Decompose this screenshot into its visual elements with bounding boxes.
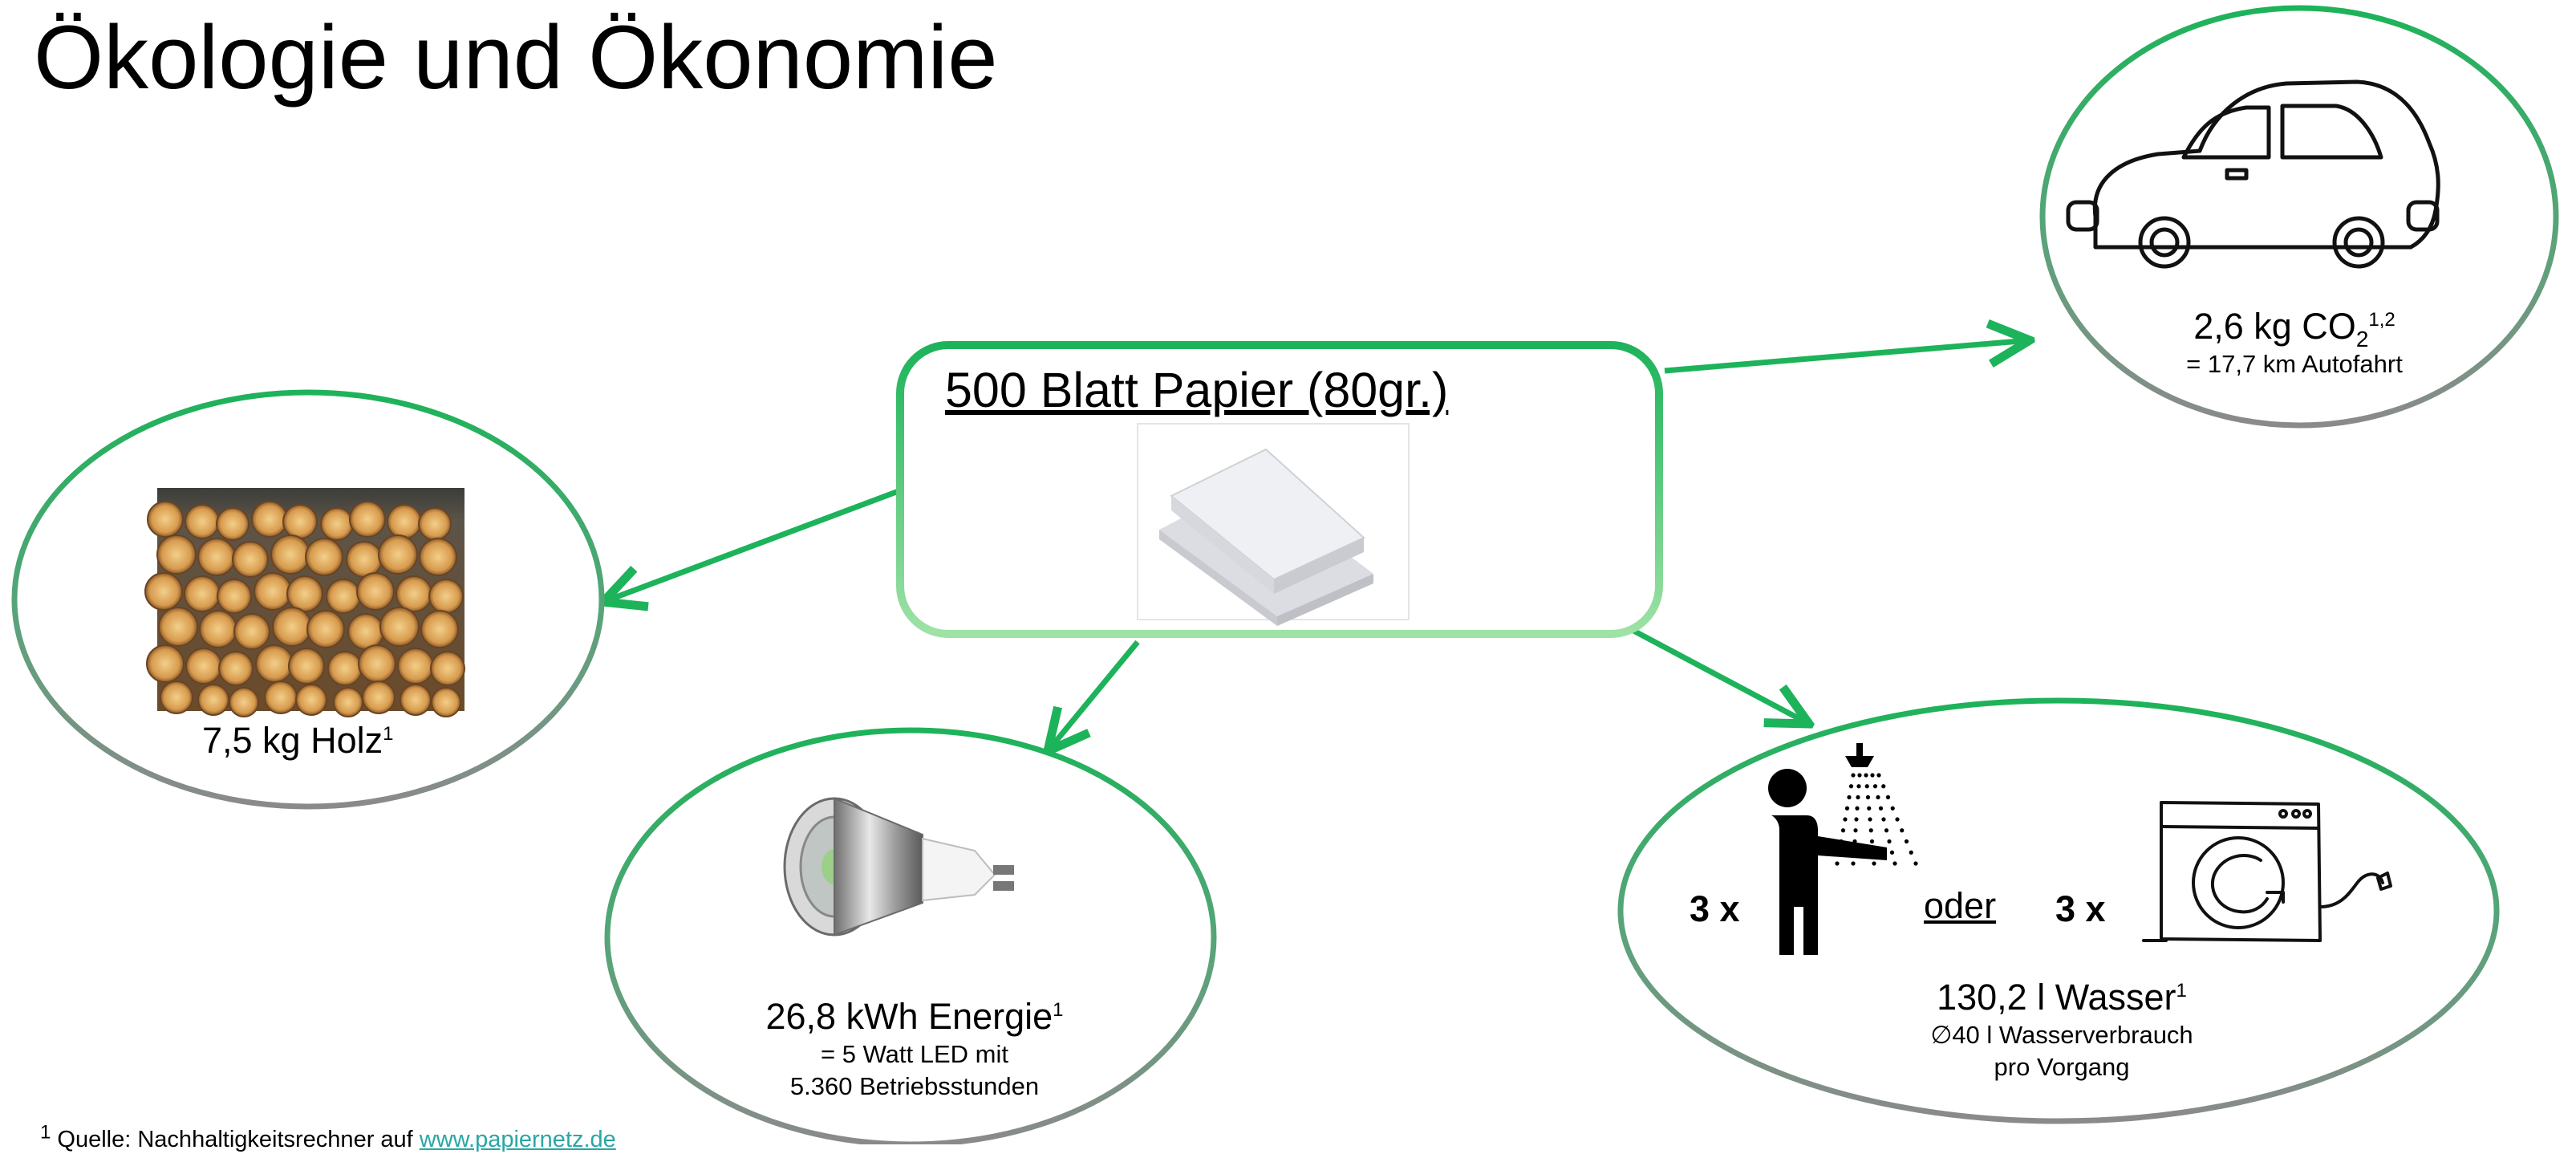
wood-ref: 1 bbox=[383, 723, 394, 745]
water-caption: 130,2 l Wasser1 ∅40 l Wasserverbrauch pr… bbox=[1829, 976, 2294, 1083]
energy-detail-1: = 5 Watt LED mit bbox=[821, 1040, 1008, 1068]
arrow-to-wood bbox=[603, 488, 900, 602]
energy-caption: 26,8 kWh Energie1 = 5 Watt LED mit 5.360… bbox=[706, 995, 1123, 1103]
car-detail: = 17,7 km Autofahrt bbox=[2186, 350, 2403, 378]
led-bulb-icon bbox=[783, 797, 1014, 937]
energy-detail-2: 5.360 Betriebsstunden bbox=[789, 1072, 1040, 1100]
arrow-to-car bbox=[1664, 340, 2030, 374]
water-count-shower: 3 x bbox=[1690, 888, 1740, 929]
washing-machine-icon bbox=[2142, 801, 2392, 942]
water-or: oder bbox=[1924, 885, 1997, 926]
arrow-to-water bbox=[1623, 623, 1809, 724]
energy-ref: 1 bbox=[1053, 999, 1064, 1021]
car-icon bbox=[2066, 79, 2440, 269]
car-value: 2,6 kg CO bbox=[2193, 306, 2356, 347]
energy-ellipse bbox=[604, 727, 1217, 1144]
water-detail-1: ∅40 l Wasserverbrauch bbox=[1930, 1021, 2193, 1049]
water-ref: 1 bbox=[2176, 980, 2187, 1002]
arrow-to-energy bbox=[1048, 640, 1140, 751]
wood-caption: 7,5 kg Holz1 bbox=[202, 719, 393, 762]
footnote-link[interactable]: www.papiernetz.de bbox=[419, 1127, 616, 1152]
car-ellipse bbox=[2039, 5, 2559, 429]
car-caption: 2,6 kg CO21,2 = 17,7 km Autofahrt bbox=[2118, 305, 2471, 380]
energy-value: 26,8 kWh Energie bbox=[765, 996, 1053, 1037]
car-ref: 1,2 bbox=[2368, 309, 2395, 331]
wood-value: 7,5 kg Holz bbox=[202, 720, 383, 761]
shower-person-icon bbox=[1768, 743, 1918, 955]
wood-logs-icon bbox=[144, 488, 465, 717]
car-subscript: 2 bbox=[2355, 327, 2369, 351]
page-title: Ökologie und Ökonomie bbox=[34, 7, 998, 108]
center-title: 500 Blatt Papier (80gr.) bbox=[945, 363, 1449, 417]
footnote-marker: 1 bbox=[40, 1121, 51, 1144]
footnote-text: Quelle: Nachhaltigkeitsrechner auf bbox=[57, 1127, 420, 1152]
footnote: 1 Quelle: Nachhaltigkeitsrechner auf www… bbox=[40, 1123, 616, 1154]
water-count-washer: 3 x bbox=[2055, 888, 2106, 929]
paper-stack-icon bbox=[1137, 423, 1410, 626]
water-detail-2: pro Vorgang bbox=[1994, 1053, 2130, 1081]
water-value: 130,2 l Wasser bbox=[1937, 977, 2176, 1018]
water-ellipse bbox=[1617, 697, 2500, 1124]
